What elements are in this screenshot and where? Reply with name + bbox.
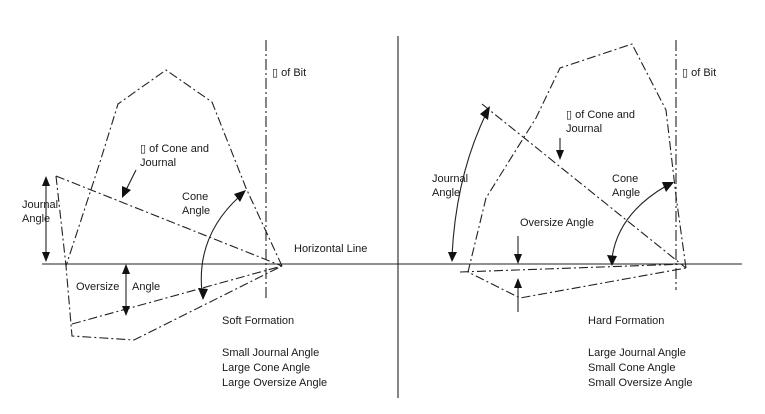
soft-cone-centerline-pointer — [125, 169, 137, 191]
soft-cone-angle-label-2: Angle — [182, 205, 210, 217]
soft-formation-panel: ▯ of Bit ▯ of Cone and Journal Journal A… — [22, 40, 327, 389]
hard-journal-angle-label-2: Angle — [432, 187, 460, 199]
soft-formation-title: Soft Formation — [222, 315, 294, 327]
soft-journal-angle-label-1: Journal — [22, 199, 58, 211]
hard-journal-angle-label-1: Journal — [432, 173, 468, 185]
soft-cone-angle-label-1: Cone — [182, 191, 208, 203]
hard-cone-angle-label-2: Angle — [612, 187, 640, 199]
soft-bit-centerline-label: ▯ of Bit — [272, 67, 306, 79]
hard-formation-title: Hard Formation — [588, 315, 664, 327]
hard-journal-angle-arc — [451, 113, 487, 257]
hard-oversize-line — [459, 263, 687, 273]
hard-note-2: Small Cone Angle — [588, 362, 675, 374]
hard-cone-angle-arc-bottom — [607, 255, 617, 266]
hard-note-3: Small Oversize Angle — [588, 377, 693, 389]
soft-note-1: Small Journal Angle — [222, 347, 319, 359]
soft-oversize-line-upper — [71, 265, 283, 325]
hard-journal-angle-arc-top — [480, 106, 490, 120]
soft-cone-angle-arc-top — [234, 190, 246, 202]
soft-cone-centerline-pointer-head — [122, 186, 131, 198]
soft-journal-angle-label-2: Angle — [22, 213, 50, 225]
soft-cone-centerline-label-2: Journal — [140, 157, 176, 169]
soft-journal-line — [55, 175, 67, 267]
hard-oversize-label: Oversize Angle — [520, 217, 594, 229]
hard-oversize-arrow-lower-head — [514, 278, 522, 288]
soft-journal-angle-arrow-bottom — [42, 252, 50, 262]
soft-cone-angle-arc — [200, 195, 241, 293]
soft-oversize-arrow-bottom — [122, 306, 130, 316]
soft-note-3: Large Oversize Angle — [222, 377, 327, 389]
hard-cone-angle-arc — [611, 185, 667, 259]
horizontal-line-label: Horizontal Line — [294, 243, 367, 255]
hard-cone-angle-arc-top — [662, 182, 674, 192]
hard-note-1: Large Journal Angle — [588, 347, 686, 359]
soft-oversize-label-b: Angle — [132, 281, 160, 293]
hard-cone-centerline-pointer-head — [556, 150, 564, 160]
soft-cone-journal-centerline — [55, 175, 283, 267]
hard-oversize-arrow-upper-head — [514, 254, 522, 264]
hard-cone-outline — [467, 43, 687, 299]
soft-journal-angle-arrow-top — [42, 176, 50, 186]
hard-formation-panel: ▯ of Bit ▯ of Cone and Journal Journal A… — [432, 40, 716, 389]
soft-cone-outline — [65, 69, 283, 341]
hard-journal-angle-arc-bottom — [448, 252, 457, 262]
hard-cone-centerline-label-1: ▯ of Cone and — [566, 109, 635, 121]
hard-cone-angle-label-1: Cone — [612, 173, 638, 185]
soft-cone-angle-arc-bottom — [198, 288, 208, 300]
soft-cone-centerline-label-1: ▯ of Cone and — [140, 143, 209, 155]
soft-note-2: Large Cone Angle — [222, 362, 310, 374]
soft-oversize-label-a: Oversize — [76, 281, 119, 293]
soft-oversize-arrow-top — [122, 264, 130, 274]
hard-bit-centerline-label: ▯ of Bit — [682, 67, 716, 79]
hard-cone-centerline-label-2: Journal — [566, 123, 602, 135]
